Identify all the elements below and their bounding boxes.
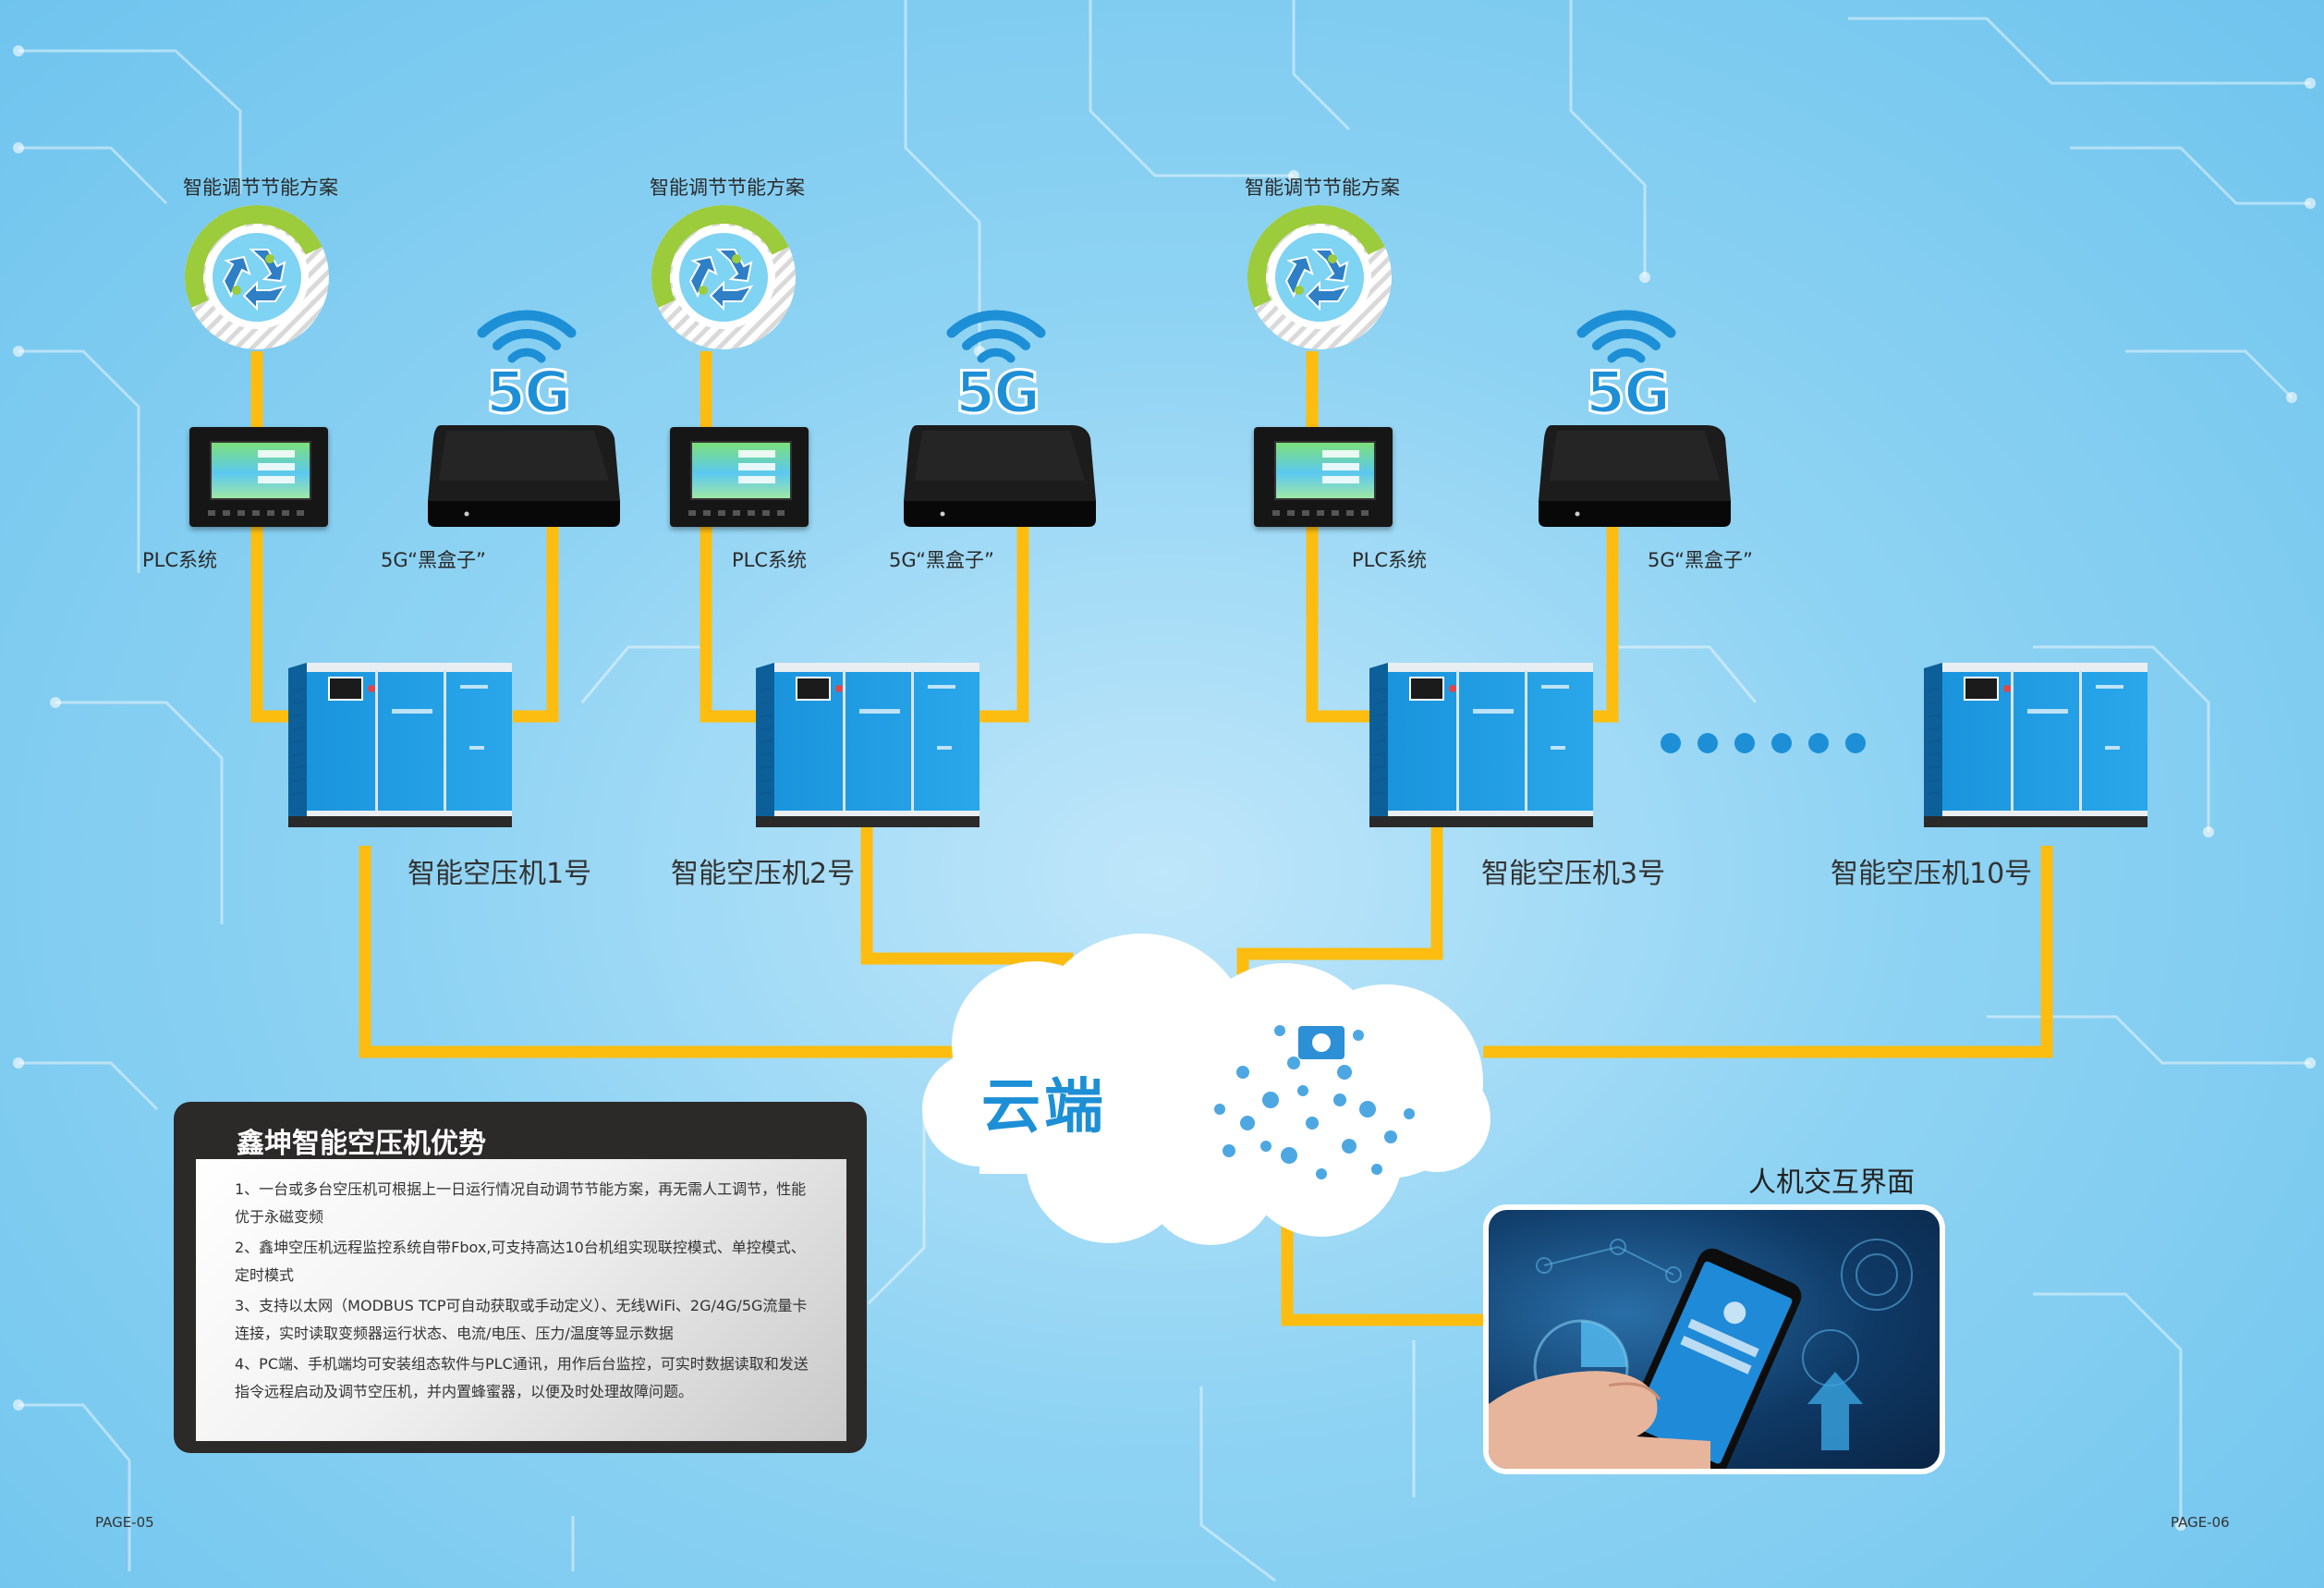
machine-label: 智能空压机2号 xyxy=(671,858,856,890)
hmi-photo xyxy=(1483,1204,1945,1474)
scheme-label: 智能调节节能方案 xyxy=(183,177,338,199)
wire xyxy=(1281,1202,1490,1326)
wire xyxy=(979,527,1029,723)
plc-label: PLC系统 xyxy=(732,549,808,571)
panel-body: 1、一台或多台空压机可根据上一日运行情况自动调节节能方案，再无需人工调节，性能优… xyxy=(196,1159,846,1441)
cloud-title: 云端 xyxy=(981,1073,1107,1142)
advantage-item: 4、PC端、手机端均可安装组态软件与PLC通讯，用作后台监控，可实时数据读取和发… xyxy=(235,1355,809,1400)
fiveg-badge: 5G xyxy=(484,358,572,428)
hmi-label: 人机交互界面 xyxy=(1748,1167,1915,1199)
ellipsis-dot xyxy=(1661,733,1681,753)
wire xyxy=(1589,527,1619,723)
wire xyxy=(513,527,559,723)
plc-panel xyxy=(189,427,328,527)
ellipsis-dot xyxy=(1771,733,1792,753)
wire xyxy=(1236,823,1443,989)
advantage-item: 2、鑫坤空压机远程监控系统自带Fbox,可支持高达10台机组实现联控模式、单控模… xyxy=(235,1239,806,1284)
plc-panel xyxy=(1254,427,1393,527)
plc-panel xyxy=(670,427,809,527)
fiveg-badge: 5G xyxy=(954,358,1041,428)
box-label: 5G“黑盒子” xyxy=(1648,549,1753,571)
scheme-label: 智能调节节能方案 xyxy=(650,177,805,199)
wire xyxy=(359,846,961,1058)
advantage-item: 3、支持以太网（MODBUS TCP可自动获取或手动定义）、无线WiFi、2G/… xyxy=(235,1297,808,1342)
cloud-icon-cluster xyxy=(1214,1025,1415,1179)
box-label: 5G“黑盒子” xyxy=(381,549,486,571)
page-number-right: PAGE-06 xyxy=(2171,1514,2230,1531)
wire xyxy=(1483,846,2053,1058)
ellipsis-dot xyxy=(1845,733,1866,753)
fiveg-badge: 5G xyxy=(1584,358,1672,428)
machine-label: 智能空压机10号 xyxy=(1831,858,2033,890)
advantage-item: 1、一台或多台空压机可根据上一日运行情况自动调节节能方案，再无需人工调节，性能优… xyxy=(235,1180,807,1226)
ellipsis-dot xyxy=(1808,733,1829,753)
plc-label: PLC系统 xyxy=(1352,549,1428,571)
page-number-left: PAGE-05 xyxy=(95,1514,154,1531)
machine-label: 智能空压机3号 xyxy=(1481,858,1666,890)
advantages-panel: 鑫坤智能空压机优势 1、一台或多台空压机可根据上一日运行情况自动调节节能方案，再… xyxy=(174,1102,867,1453)
scheme-label: 智能调节节能方案 xyxy=(1245,177,1400,199)
machine-label: 智能空压机1号 xyxy=(408,858,592,890)
ellipsis-dot xyxy=(1734,733,1755,753)
panel-title: 鑫坤智能空压机优势 xyxy=(237,1128,486,1160)
ellipsis-dot xyxy=(1697,733,1718,753)
box-label: 5G“黑盒子” xyxy=(889,549,994,571)
plc-label: PLC系统 xyxy=(142,549,218,571)
